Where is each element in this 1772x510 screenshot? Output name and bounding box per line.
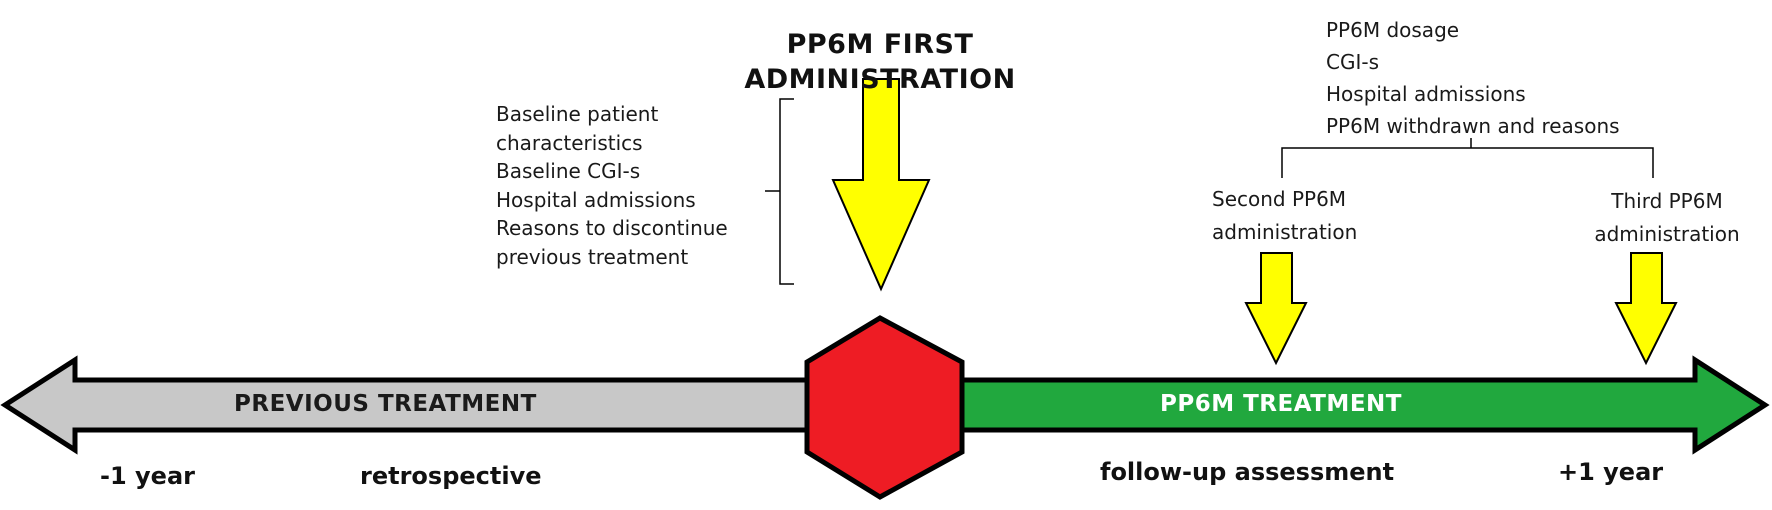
plus-one-year-label: +1 year	[1558, 458, 1664, 486]
retrospective-label: retrospective	[360, 462, 542, 490]
second-administration-line: Second PP6M	[1212, 187, 1347, 211]
minus-one-year-label: -1 year	[100, 462, 195, 490]
baseline-item: Baseline CGI-s	[496, 159, 641, 184]
first-administration-title-line: PP6M FIRST	[786, 29, 974, 60]
followup-assessment-label: follow-up assessment	[1100, 458, 1395, 486]
baseline-item: Reasons to discontinue	[496, 216, 728, 241]
baseline-item: previous treatment	[496, 244, 689, 269]
first-administration-title-line: ADMINISTRATION	[744, 64, 1016, 95]
third-administration-label: Third PP6M administration	[1582, 185, 1752, 251]
first-administration-hexagon	[804, 315, 965, 500]
baseline-item: characteristics	[496, 130, 643, 155]
followup-items-list: PP6M dosage CGI-s Hospital admissions PP…	[1326, 14, 1620, 142]
second-administration-line: administration	[1212, 220, 1358, 244]
followup-item: PP6M withdrawn and reasons	[1326, 114, 1620, 138]
previous-treatment-label: PREVIOUS TREATMENT	[234, 391, 537, 417]
third-administration-line: administration	[1594, 222, 1740, 246]
baseline-item: Hospital admissions	[496, 187, 696, 212]
first-administration-title: PP6M FIRST ADMINISTRATION	[735, 27, 1025, 97]
previous-treatment-arrow	[0, 355, 813, 455]
baseline-items-list: Baseline patient characteristics Baselin…	[496, 100, 728, 272]
followup-item: PP6M dosage	[1326, 18, 1460, 42]
pp6m-treatment-label: PP6M TREATMENT	[1160, 391, 1402, 417]
pp6m-treatment-arrow	[947, 355, 1770, 455]
followup-item: Hospital admissions	[1326, 82, 1526, 106]
second-administration-arrow	[1244, 252, 1308, 366]
second-administration-label: Second PP6M administration	[1212, 183, 1357, 249]
followup-item: CGI-s	[1326, 50, 1379, 74]
third-administration-line: Third PP6M	[1611, 189, 1723, 213]
first-administration-arrow	[831, 78, 931, 292]
followup-connector	[1281, 138, 1654, 178]
third-administration-arrow	[1614, 252, 1678, 366]
baseline-bracket	[765, 98, 794, 285]
baseline-item: Baseline patient	[496, 102, 659, 126]
